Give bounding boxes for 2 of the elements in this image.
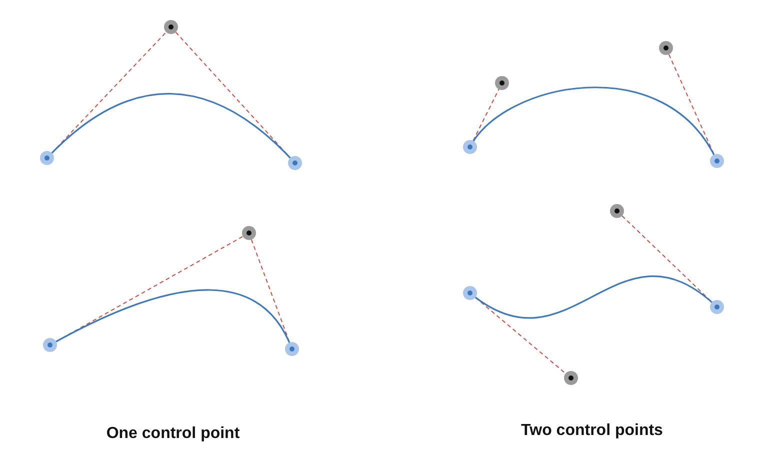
caption-text: One control point <box>106 425 240 443</box>
caption-text: Two control points <box>521 422 663 440</box>
